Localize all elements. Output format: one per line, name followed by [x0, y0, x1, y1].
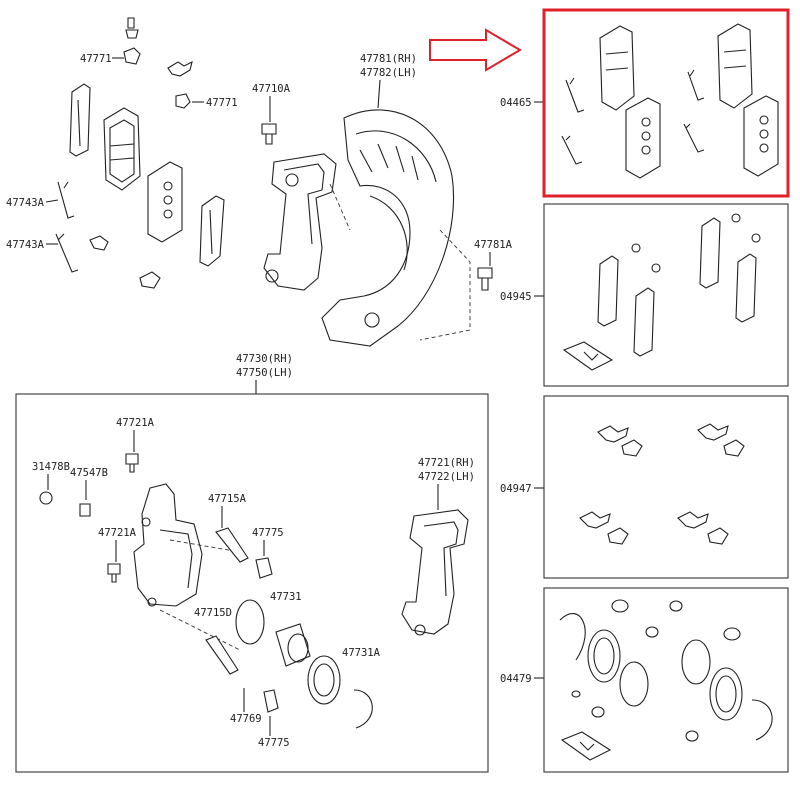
label-31478B: 31478B [32, 461, 70, 473]
label-47769: 47769 [230, 713, 262, 725]
label-47721A-b: 47721A [98, 527, 137, 539]
arrow-right-icon [429, 28, 522, 72]
caliper-assembly-box [15, 393, 489, 773]
label-47743A-a: 47743A [6, 197, 45, 209]
kit-04479-box[interactable] [543, 587, 789, 773]
kit-04945-contents [562, 213, 761, 371]
kit-code-04479: 04479 [500, 673, 532, 685]
label-47782-lh: 47782(LH) [360, 67, 417, 79]
label-47781-rh: 47781(RH) [360, 53, 417, 65]
mounting-bracket-group: 47710A [252, 83, 351, 291]
label-47731: 47731 [270, 591, 302, 603]
label-47750-lh: 47750(LH) [236, 367, 293, 379]
label-47715A: 47715A [208, 493, 247, 505]
label-47775-a: 47775 [252, 527, 284, 539]
kit-code-04465: 04465 [500, 97, 532, 109]
label-47771-b: 47771 [206, 97, 238, 109]
top-left-pads-group [45, 17, 225, 289]
caliper-assembly-group: 47721A 31478B 47547B 47721A 47715A 47775… [32, 417, 475, 749]
label-47743A-b: 47743A [6, 239, 45, 251]
label-47771-a: 47771 [80, 53, 112, 65]
label-47731A: 47731A [342, 647, 381, 659]
label-47781A: 47781A [474, 239, 513, 251]
label-47710A: 47710A [252, 83, 291, 95]
label-47775-b: 47775 [258, 737, 290, 749]
kit-04479-contents [559, 599, 773, 761]
label-47721-rh: 47721(RH) [418, 457, 475, 469]
label-47547B: 47547B [70, 467, 108, 479]
dust-shield-group: 47781(RH) 47782(LH) 47781A [321, 53, 513, 347]
kit-code-04947: 04947 [500, 483, 532, 495]
kit-04465-contents [561, 23, 779, 179]
kit-code-04945: 04945 [500, 291, 532, 303]
label-47715D: 47715D [194, 607, 232, 619]
kit-04947-box[interactable] [543, 395, 789, 579]
label-47721A-a: 47721A [116, 417, 155, 429]
kit-04465-highlight-box[interactable] [542, 8, 790, 198]
kit-04945-box[interactable] [543, 203, 789, 387]
label-47730-rh: 47730(RH) [236, 353, 293, 365]
label-47722-lh: 47722(LH) [418, 471, 475, 483]
kit-04947-contents [579, 423, 745, 545]
